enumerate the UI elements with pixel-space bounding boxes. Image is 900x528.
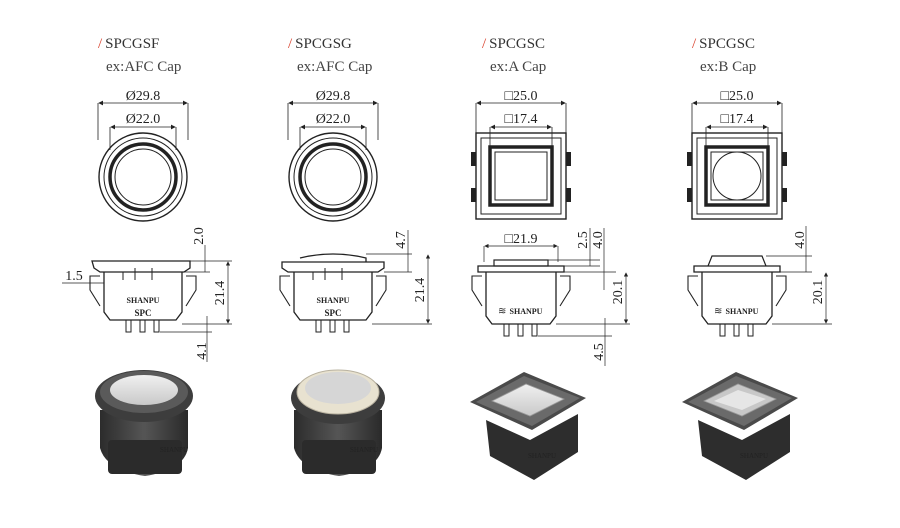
render-brand-label: SHANPU	[740, 452, 768, 460]
column-4-top-view: □25.0 □17.4	[687, 89, 787, 220]
column-4-example: ex:B Cap	[700, 59, 757, 75]
column-2-top-view: Ø29.8 Ø22.0	[287, 89, 379, 222]
dim-label: 4.7	[394, 231, 409, 249]
column-4-side-view: ≋ SHANPU 4.0 20.1	[687, 226, 832, 337]
column-3-title: /SPCGSC	[482, 34, 545, 55]
dim-label: 20.1	[811, 280, 826, 305]
outer-diameter-label: Ø29.8	[316, 89, 351, 104]
column-2-example: ex:AFC Cap	[297, 59, 373, 75]
column-3-example: ex:A Cap	[490, 59, 547, 75]
render-brand-label: SHANPU	[350, 446, 378, 454]
title-slash: /	[98, 36, 103, 52]
title-slash: /	[692, 36, 697, 52]
model-name: SPCGSF	[105, 36, 160, 52]
dim-label: 2.0	[192, 227, 207, 245]
dim-label: 4.0	[793, 231, 808, 249]
column-1-example: ex:AFC Cap	[106, 59, 182, 75]
column-3-product-render: SHANPU	[470, 372, 586, 480]
column-3-top-view: □25.0 □17.4	[471, 89, 571, 220]
inner-diameter-label: Ø22.0	[126, 112, 161, 127]
title-slash: /	[482, 36, 487, 52]
body-width-label: □21.9	[505, 232, 538, 247]
shanpu-logo-icon: ≋	[714, 306, 722, 317]
outer-diameter-label: Ø29.8	[126, 89, 161, 104]
body-model-label: SPC	[134, 308, 151, 318]
column-2-title: /SPCGSG	[288, 34, 352, 55]
dim-label: 4.5	[592, 343, 607, 361]
model-name: SPCGSC	[489, 36, 546, 52]
render-brand-label: SHANPU	[528, 452, 556, 460]
dim-label: 2.5	[576, 231, 591, 249]
body-brand-label: SHANPU	[726, 307, 759, 316]
inner-size-label: □17.4	[505, 112, 538, 127]
body-brand-label: SHANPU	[317, 296, 350, 305]
dim-label: 1.5	[65, 269, 83, 284]
dim-label: 4.1	[195, 342, 210, 360]
column-4-title: /SPCGSC	[692, 34, 755, 55]
outer-size-label: □25.0	[505, 89, 538, 104]
body-brand-label: SHANPU	[510, 307, 543, 316]
column-1-product-render: SHANPU	[95, 370, 193, 476]
column-2-product-render: SHANPU	[291, 369, 385, 476]
render-brand-label: SHANPU	[160, 446, 188, 454]
dim-label: 21.4	[213, 281, 228, 306]
dim-label: 21.4	[413, 278, 428, 303]
column-1-top-view: Ø29.8 Ø22.0	[97, 89, 189, 222]
column-4-product-render: SHANPU	[682, 372, 798, 480]
model-name: SPCGSC	[699, 36, 756, 52]
inner-size-label: □17.4	[721, 112, 754, 127]
inner-diameter-label: Ø22.0	[316, 112, 351, 127]
column-1-title: /SPCGSF	[98, 34, 159, 55]
model-name: SPCGSG	[295, 36, 352, 52]
body-brand-label: SHANPU	[127, 296, 160, 305]
title-slash: /	[288, 36, 293, 52]
dim-label: 4.0	[591, 231, 606, 249]
column-2-side-view: SHANPU SPC 4.7 21.4	[279, 230, 432, 333]
column-3-side-view: □21.9 ≋ SHANPU 2.5 4.0 20.1 4.5	[471, 228, 630, 366]
outer-size-label: □25.0	[721, 89, 754, 104]
dim-label: 20.1	[611, 280, 626, 305]
column-1-side-view: SHANPU SPC 2.0 1.5 21.4 4.1	[62, 227, 232, 362]
body-model-label: SPC	[324, 308, 341, 318]
shanpu-logo-icon: ≋	[498, 306, 506, 317]
